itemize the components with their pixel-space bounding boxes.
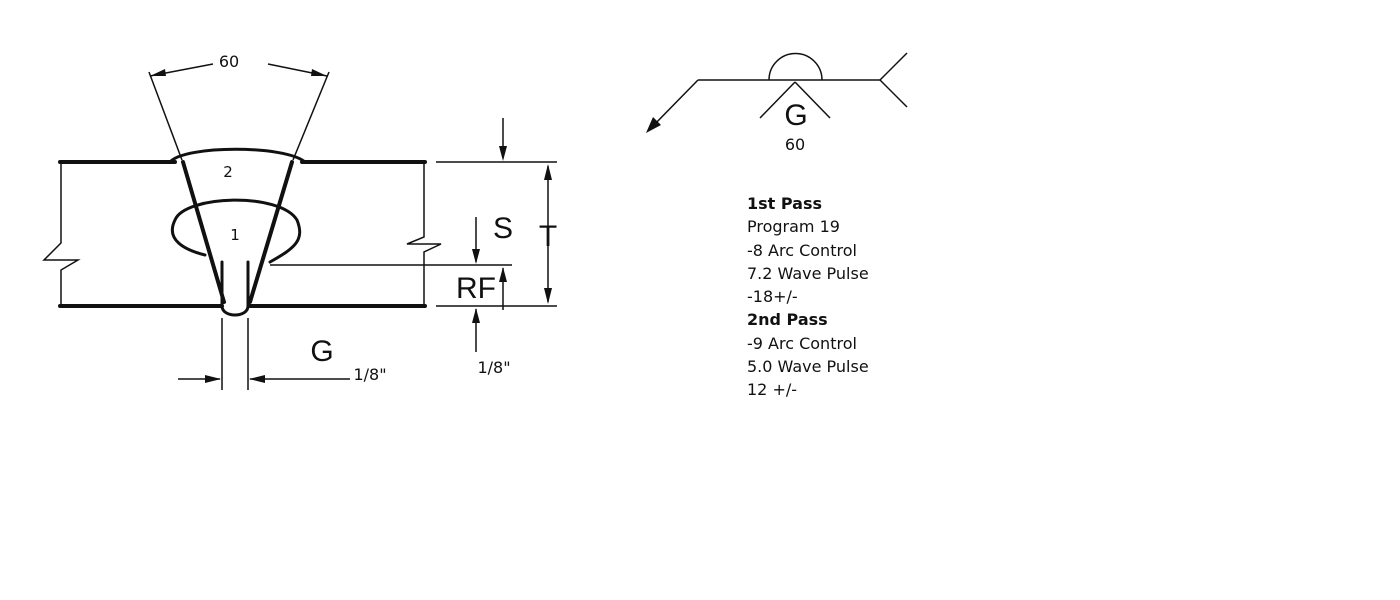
- weld-groove: [168, 147, 307, 317]
- weld-parameters-notes: 1st Pass Program 19 -8 Arc Control 7.2 W…: [747, 192, 869, 402]
- symbol-groove-label: G: [784, 99, 807, 132]
- base-plate: [42, 160, 442, 308]
- depth-label: S: [493, 212, 513, 245]
- root-face-value: 1/8": [477, 358, 510, 377]
- cap-pass-outline: [168, 147, 307, 164]
- pass2-title: 2nd Pass: [747, 310, 828, 330]
- pass1-title: 1st Pass: [747, 194, 823, 213]
- gap-label: G: [310, 335, 333, 368]
- symbol-groove-angle: 60: [785, 135, 805, 154]
- pass-2-label: 2: [223, 163, 233, 181]
- cap-contour-symbol: [768, 52, 823, 81]
- gap-dimension: G 1/8": [178, 318, 387, 390]
- gap-value: 1/8": [353, 365, 386, 384]
- groove-angle-dimension: 60: [148, 52, 330, 161]
- thickness-label: T: [539, 220, 557, 253]
- pass2-line: -9 Arc Control: [747, 333, 857, 353]
- pass1-line: -18+/-: [747, 287, 798, 307]
- pass1-line: -8 Arc Control: [747, 240, 857, 260]
- root-face-label: RF: [456, 272, 496, 305]
- pass2-line: 5.0 Wave Pulse: [747, 357, 869, 377]
- pass-1-label: 1: [230, 226, 240, 244]
- pass2-line: 12 +/-: [747, 380, 798, 400]
- pass1-line: 7.2 Wave Pulse: [747, 263, 869, 283]
- root-pass-outline: [170, 198, 302, 264]
- groove-angle-label: 60: [219, 52, 239, 71]
- thickness-dimensions: S T RF 1/8": [270, 118, 557, 377]
- root-stem: [220, 260, 250, 317]
- pass1-line: Program 19: [747, 217, 840, 237]
- welding-symbol: G 60: [646, 52, 908, 154]
